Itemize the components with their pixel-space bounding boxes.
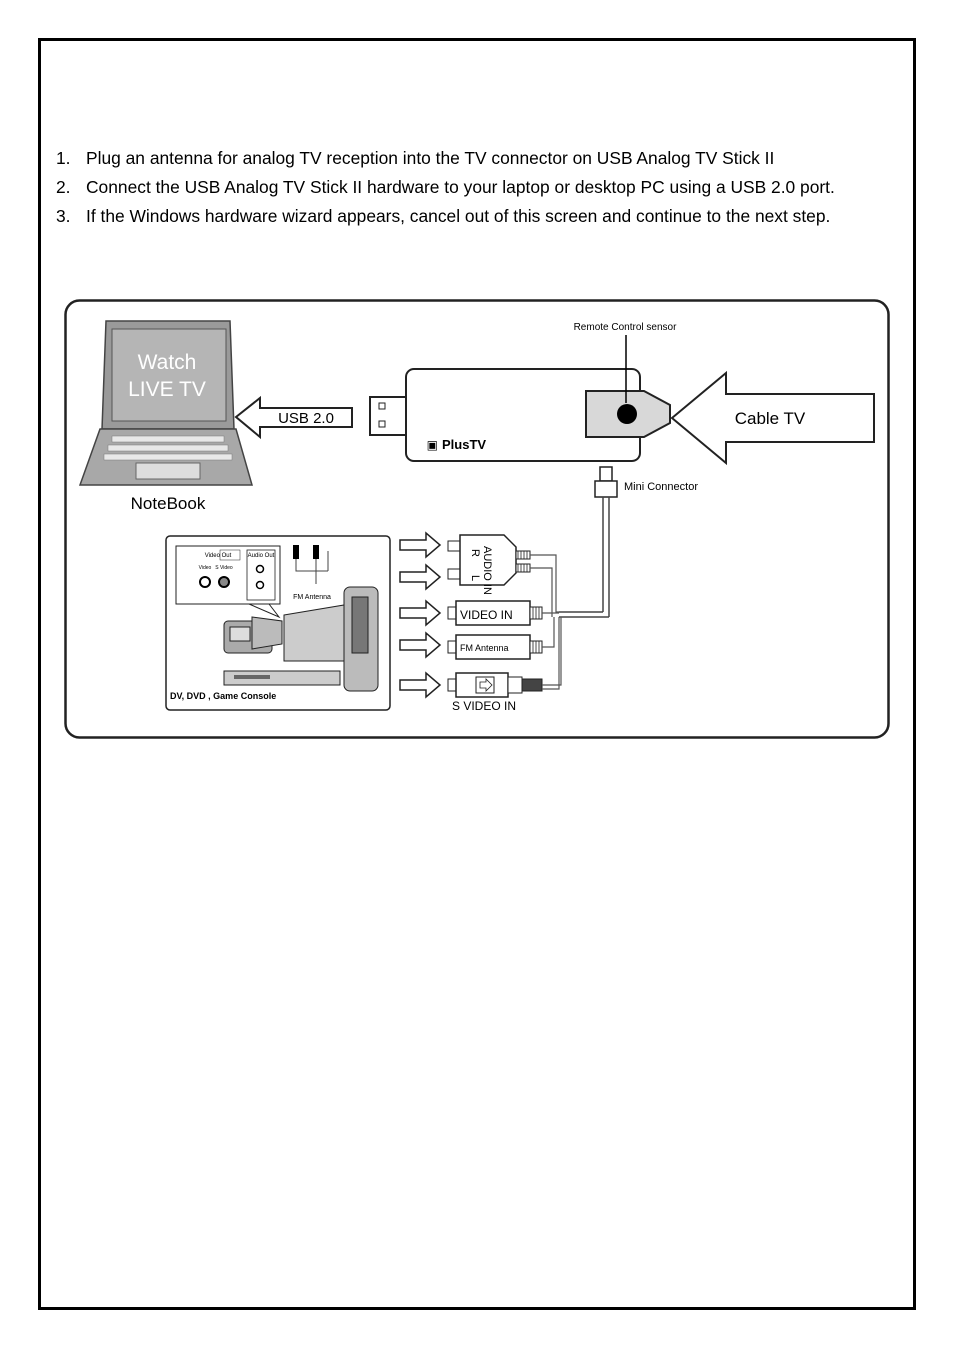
screen-line-1: Watch [138, 351, 197, 374]
video-in-label: VIDEO IN [460, 608, 513, 622]
mini-connector-label: Mini Connector [624, 481, 698, 493]
video-label: Video [199, 565, 212, 571]
notebook-illustration: Watch LIVE TV NoteBook [78, 320, 253, 513]
video-in-connector: VIDEO IN [447, 600, 543, 626]
notebook-label: NoteBook [131, 494, 206, 513]
usb-label: USB 2.0 [278, 410, 334, 427]
screen-line-2: LIVE TV [128, 378, 206, 401]
fm-antenna-connector: FM Antenna [447, 634, 543, 660]
audio-r-label: R [469, 549, 481, 557]
audio-in-connector: R L AUDIO IN [447, 534, 531, 595]
cable-bundle [530, 554, 562, 690]
usb-arrow: USB 2.0 [234, 395, 353, 440]
step-2: 2. Connect the USB Analog TV Stick II har… [56, 173, 898, 202]
step-text: Plug an antenna for analog TV reception … [86, 148, 775, 168]
instruction-list: 1. Plug an antenna for analog TV receptio… [56, 144, 898, 231]
devices-label: DV, DVD , Game Console [170, 691, 276, 701]
audio-out-label: Audio Out [248, 553, 275, 559]
brand-logo: PlusTV [442, 437, 486, 452]
step-number: 3. [56, 206, 71, 226]
fm-antenna-label: FM Antenna [460, 643, 509, 653]
cable-tv-arrow: Cable TV [670, 370, 875, 466]
s-video-in-connector: S VIDEO IN [447, 672, 543, 713]
page-border [38, 38, 916, 1310]
video-out-label: Video Out [205, 553, 232, 559]
step-3: 3. If the Windows hardware wizard appears… [56, 202, 898, 231]
audio-in-label: AUDIO IN [481, 546, 493, 595]
step-number: 1. [56, 148, 71, 168]
step-1: 1. Plug an antenna for analog TV receptio… [56, 144, 898, 173]
step-text: If the Windows hardware wizard appears, … [86, 206, 831, 226]
s-video-in-label: S VIDEO IN [452, 699, 516, 713]
connection-diagram: Watch LIVE TV NoteBook USB 2.0 PlusTV ▣ … [64, 299, 890, 739]
tv-stick: PlusTV ▣ [405, 368, 671, 462]
step-number: 2. [56, 177, 71, 197]
devices-box: Video Out Audio Out Video S Video FM Ant… [165, 535, 391, 711]
audio-l-label: L [469, 575, 481, 581]
cable-tv-label: Cable TV [735, 409, 806, 428]
s-video-label: S Video [215, 565, 233, 571]
input-arrows [399, 531, 442, 699]
fm-antenna-small-label: FM Antenna [293, 594, 331, 601]
step-text: Connect the USB Analog TV Stick II hardw… [86, 177, 835, 197]
tv-icon: ▣ [427, 438, 438, 452]
remote-sensor-label: Remote Control sensor [574, 322, 677, 333]
